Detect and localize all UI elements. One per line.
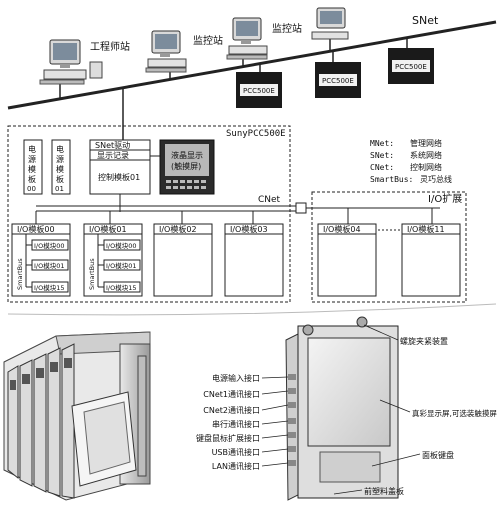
computer-icon — [145, 30, 187, 73]
svg-text:模: 模 — [28, 164, 36, 174]
station-label-monitor-1: 监控站 — [193, 34, 223, 47]
io-board-04: I/O模板04 — [317, 223, 377, 297]
system-boundary — [7, 125, 291, 303]
station-label-engineer: 工程师站 — [90, 40, 130, 53]
computer-icon — [226, 17, 268, 60]
callout-lines-right — [333, 324, 421, 495]
computer-icon — [39, 39, 103, 85]
pcc-label-3: PCC500E — [395, 63, 427, 71]
svg-text:I/O模板01: I/O模板01 — [89, 224, 127, 234]
svg-text:SmartBus:: SmartBus: — [370, 175, 413, 184]
lcd-display: 液晶显示 (触摸屏) — [159, 139, 215, 195]
svg-text:螺旋夹紧装置: 螺旋夹紧装置 — [400, 336, 448, 346]
cnet-bus: CNet — [35, 194, 440, 224]
io-board-03: I/O模板03 — [224, 223, 284, 297]
smartbus-label: SmartBus — [88, 258, 96, 290]
lcd-label: 液晶显示 — [171, 150, 203, 160]
svg-text:键盘鼠标扩展接口: 键盘鼠标扩展接口 — [196, 433, 260, 443]
expansion-title: I/O扩展 — [428, 192, 462, 205]
svg-text:系统网络: 系统网络 — [410, 150, 442, 160]
network-legend: MNet: 管理网络 SNet: 系统网络 CNet: 控制网络 SmartBu… — [370, 138, 452, 184]
pcc-label-2: PCC500E — [322, 77, 354, 85]
callout-lines-left — [261, 376, 289, 467]
svg-text:I/O模块15: I/O模块15 — [34, 283, 65, 292]
svg-text:01: 01 — [55, 185, 64, 193]
svg-text:CNet:: CNet: — [370, 163, 394, 172]
monitor-station-2: 监控站 — [226, 17, 302, 60]
computer-icon — [311, 7, 349, 40]
svg-text:USB通讯接口: USB通讯接口 — [212, 447, 260, 457]
pcc-unit-3: PCC500E — [388, 48, 434, 84]
pcc-unit-1: PCC500E — [236, 72, 282, 108]
svg-text:I/O模块01: I/O模块01 — [106, 261, 137, 270]
panel-unit-illustration — [285, 316, 399, 501]
svg-text:I/O模板02: I/O模板02 — [159, 224, 197, 234]
svg-text:电源输入接口: 电源输入接口 — [212, 373, 260, 383]
svg-text:源: 源 — [56, 155, 64, 164]
svg-text:CNet1通讯接口: CNet1通讯接口 — [203, 389, 260, 399]
lcd-sublabel: (触摸屏) — [171, 161, 201, 171]
pcc-label-1: PCC500E — [243, 87, 275, 95]
svg-text:控制网络: 控制网络 — [410, 162, 442, 172]
io-board-01: I/O模板01 I/O模块00 I/O模块01 I/O模块15 SmartBus — [83, 223, 143, 297]
callout-labels-left: 电源输入接口 CNet1通讯接口 CNet2通讯接口 串行通讯接口 键盘鼠标扩展… — [196, 373, 260, 471]
svg-text:板: 板 — [28, 174, 36, 184]
svg-text:面板键盘: 面板键盘 — [422, 450, 454, 460]
svg-text:I/O模块00: I/O模块00 — [106, 241, 137, 250]
svg-text:I/O模块15: I/O模块15 — [106, 283, 137, 292]
power-module-00: 电 源 模 板 00 — [23, 139, 43, 195]
svg-text:灵巧总线: 灵巧总线 — [420, 174, 452, 184]
control-module-label: 控制模板01 — [98, 172, 140, 182]
svg-text:I/O模块00: I/O模块00 — [34, 241, 65, 250]
svg-text:电: 电 — [56, 144, 64, 154]
panel-keypad — [319, 451, 381, 483]
svg-text:模: 模 — [56, 164, 64, 174]
station-label-monitor-2: 监控站 — [272, 22, 302, 35]
cnet-label: CNet — [258, 195, 281, 205]
section-divider — [7, 303, 497, 316]
svg-text:管理网络: 管理网络 — [410, 138, 442, 148]
snet-network: SNet — [7, 14, 497, 148]
svg-text:SNet:: SNet: — [370, 151, 394, 160]
callout-labels-right: 螺旋夹紧装置 真彩显示屏,可选装触摸屏 面板键盘 前塑料盖板 — [364, 336, 497, 496]
control-module-01: SNet驱动 显示记录 控制模板01 — [89, 139, 162, 195]
svg-text:I/O模板00: I/O模板00 — [17, 224, 55, 234]
system-title: SunyPCC500E — [226, 129, 286, 139]
svg-text:MNet:: MNet: — [370, 139, 394, 148]
io-board-02: I/O模板02 — [153, 223, 213, 297]
io-board-00: I/O模板00 I/O模块00 I/O模块01 I/O模块15 SmartBus — [11, 223, 71, 297]
expansion-boundary — [311, 191, 467, 303]
svg-text:电: 电 — [28, 144, 36, 154]
display-record-label: 显示记录 — [97, 151, 129, 160]
svg-text:CNet2通讯接口: CNet2通讯接口 — [203, 405, 260, 415]
svg-text:I/O模板04: I/O模板04 — [323, 224, 361, 234]
svg-text:板: 板 — [56, 174, 64, 184]
svg-text:00: 00 — [27, 185, 36, 193]
monitor-station-1: 监控站 — [145, 30, 223, 73]
engineer-station: 工程师站 — [39, 39, 130, 85]
snet-label: SNet — [412, 14, 439, 27]
power-module-01: 电 源 模 板 01 — [51, 139, 71, 195]
screw-clamp-icon — [302, 316, 368, 336]
snet-drive-label: SNet驱动 — [95, 140, 130, 150]
pcc-unit-2: PCC500E — [315, 62, 361, 98]
io-board-11: I/O模板11 — [401, 223, 461, 297]
svg-text:LAN通讯接口: LAN通讯接口 — [212, 461, 260, 471]
svg-text:I/O模板03: I/O模板03 — [230, 224, 268, 234]
svg-text:串行通讯接口: 串行通讯接口 — [212, 419, 260, 429]
svg-text:源: 源 — [28, 155, 36, 164]
svg-text:I/O模板11: I/O模板11 — [407, 224, 445, 234]
smartbus-label: SmartBus — [16, 258, 24, 290]
rack-unit-illustration — [3, 331, 151, 501]
svg-text:前塑料盖板: 前塑料盖板 — [364, 486, 404, 496]
svg-text:真彩显示屏,可选装触摸屏: 真彩显示屏,可选装触摸屏 — [412, 408, 497, 418]
display-screen — [307, 337, 391, 447]
svg-text:I/O模块01: I/O模块01 — [34, 261, 65, 270]
